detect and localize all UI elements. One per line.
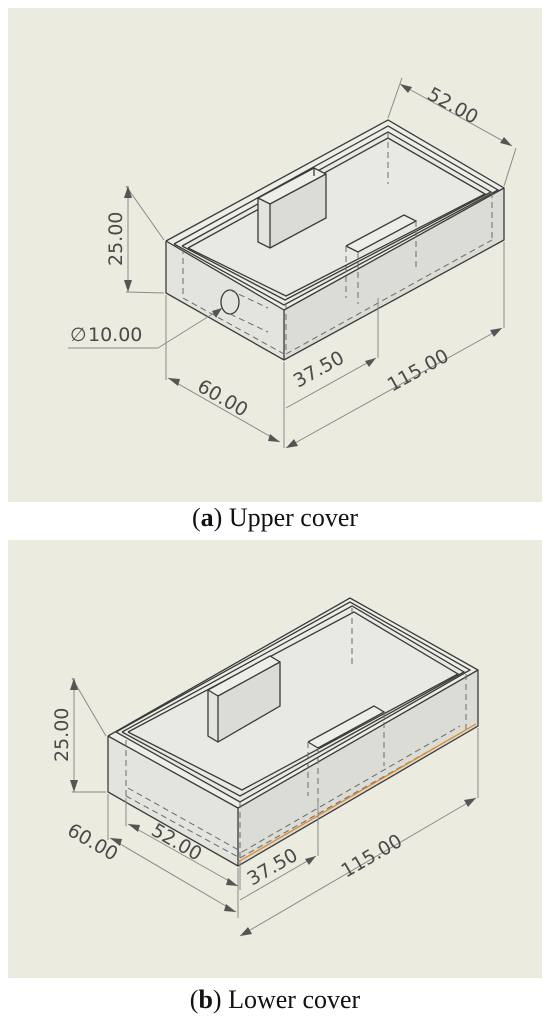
lower-side-face <box>238 670 478 866</box>
upper-left-tab-side <box>270 174 326 248</box>
caption-text-b: Lower cover <box>221 985 361 1014</box>
lower-left-tab-outline <box>207 655 281 743</box>
lower-lip-inner2 <box>127 611 460 791</box>
caption-letter-a: a <box>200 503 214 532</box>
lower-outline <box>107 597 479 867</box>
caption-letter-b: b <box>198 985 213 1014</box>
dim-length: 115.00 <box>384 345 453 396</box>
panel-lower-cover: 25.00 60.00 52.00 37.50 115.00 <box>8 540 542 978</box>
dim-diameter-symbol: ∅ <box>70 324 87 346</box>
lower-cover-drawing: 25.00 60.00 52.00 37.50 115.00 <box>51 597 479 937</box>
upper-cavity <box>183 132 492 304</box>
upper-side-face <box>284 188 504 360</box>
panel-upper-cover: 52.00 25.00 ∅ 10.00 60.00 37.50 115.00 <box>8 8 542 502</box>
dim-width-top: 52.00 <box>424 83 482 129</box>
upper-front-top-edge <box>165 240 285 311</box>
lower-left-tab-top <box>208 656 280 696</box>
dim-offset: 37.50 <box>290 347 348 393</box>
dim-depth-b: 60.00 <box>64 819 122 865</box>
upper-rim-outer <box>173 125 500 306</box>
lower-cavity <box>126 608 466 802</box>
lower-front-face <box>108 736 238 866</box>
dim-height: 25.00 <box>105 212 127 266</box>
upper-outline <box>165 119 505 361</box>
upper-side-top-edge <box>283 187 505 311</box>
lower-lip-inner <box>121 605 466 797</box>
dim-depth: 60.00 <box>194 375 252 421</box>
lower-lip-outer <box>115 601 472 803</box>
upper-left-tab-front <box>258 198 270 248</box>
caption-upper-cover: (a) Upper cover <box>191 503 359 532</box>
upper-left-tab-top <box>258 168 326 204</box>
upper-front-face <box>166 241 284 360</box>
lower-highlight-edge <box>237 723 477 863</box>
upper-right-tab-top <box>346 215 416 252</box>
dim-diameter: 10.00 <box>88 324 142 346</box>
upper-cover-drawing: 52.00 25.00 ∅ 10.00 60.00 37.50 115.00 <box>68 77 517 449</box>
caption-lower-cover: (b) Lower cover <box>189 985 361 1014</box>
dim-length-b: 115.00 <box>338 830 407 882</box>
caption-text-a: Upper cover <box>222 503 359 532</box>
dim-height-b: 25.00 <box>51 708 73 762</box>
lower-right-tab-top <box>308 706 384 748</box>
